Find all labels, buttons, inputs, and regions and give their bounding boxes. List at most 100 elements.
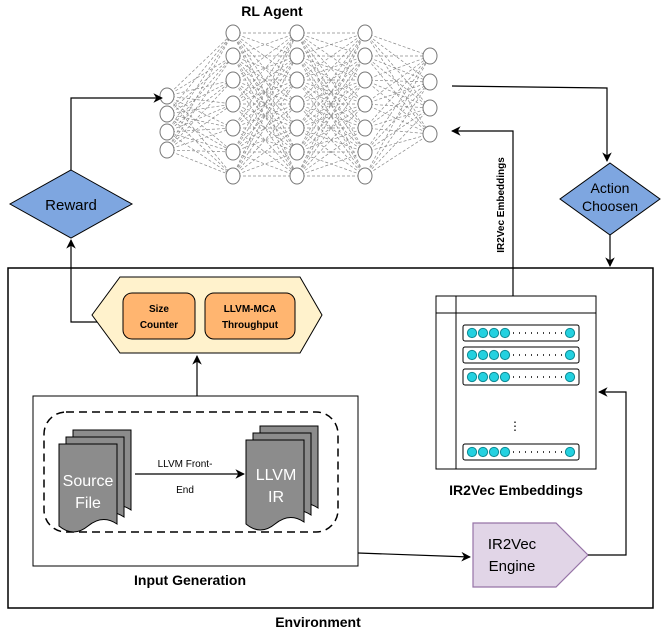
nn-edge <box>166 55 234 133</box>
reward-diamond <box>8 169 134 239</box>
nn-edge <box>296 103 366 177</box>
embedding-dot <box>564 371 576 383</box>
nn-edge <box>296 103 366 129</box>
nn-neuron <box>422 47 438 65</box>
input-to-engine-arrow <box>357 551 471 562</box>
nn-neuron <box>289 24 305 42</box>
embedding-dot <box>499 371 511 383</box>
ir2vec-engine <box>472 522 589 588</box>
nn-edge <box>166 103 234 151</box>
nn-edge <box>232 127 298 177</box>
reward-to-agent-arrow <box>70 93 163 170</box>
embedding-dot <box>564 327 576 339</box>
nn-edge <box>296 32 366 105</box>
nn-neuron <box>357 167 373 185</box>
llvm-mca-box <box>204 292 296 340</box>
nn-neuron <box>225 167 241 185</box>
nn-edge <box>166 55 234 151</box>
nn-edge <box>364 133 431 177</box>
reward-label: Reward <box>45 197 97 214</box>
nn-neuron <box>357 143 373 161</box>
nn-edge <box>296 79 366 153</box>
embeddings-vertical-ellipsis: ⋮ <box>509 419 521 433</box>
neural-network <box>159 24 438 185</box>
embeddings-to-agent-arrow <box>451 126 514 296</box>
embedding-dot <box>466 446 478 458</box>
nn-edge <box>166 113 234 129</box>
nn-edge <box>364 55 431 81</box>
nn-edge <box>296 32 366 177</box>
nn-edge <box>364 81 431 129</box>
engine-line2: Engine <box>489 558 536 575</box>
nn-neuron <box>225 24 241 42</box>
embedding-dot <box>477 349 489 361</box>
nn-edge <box>232 127 298 153</box>
nn-edge <box>166 149 234 153</box>
nn-edge <box>364 79 431 109</box>
nn-edge <box>296 55 366 81</box>
nn-edge <box>296 32 366 105</box>
nn-edge <box>166 32 234 115</box>
nn-neuron <box>357 119 373 137</box>
nn-edge <box>364 79 431 135</box>
nn-edge <box>232 55 298 129</box>
nn-neuron <box>422 99 438 117</box>
agent-to-action-arrow <box>451 85 612 162</box>
compilation-dashed-group <box>43 411 339 533</box>
nn-edge <box>296 55 366 129</box>
embeddings-edge-label: IR2Vec Embeddings <box>496 157 507 253</box>
nn-neuron <box>225 47 241 65</box>
nn-edge <box>166 127 234 133</box>
nn-edge <box>364 133 431 153</box>
nn-edge <box>364 107 431 177</box>
action-label-line1: Action <box>591 180 630 196</box>
source-file-line1: Source <box>63 473 114 490</box>
nn-neuron <box>357 71 373 89</box>
document-sheet <box>58 443 118 533</box>
engine-to-embeddings-arrow <box>588 387 627 556</box>
nn-edge <box>166 95 234 153</box>
nn-edge <box>364 81 431 177</box>
llvm-ir-line1: LLVM <box>256 467 297 484</box>
nn-edge <box>296 151 366 177</box>
nn-edge <box>296 79 366 105</box>
nn-edge <box>166 103 234 115</box>
nn-edge <box>232 32 298 129</box>
nn-neuron <box>422 125 438 143</box>
embedding-rows <box>462 324 580 461</box>
nn-neuron <box>225 119 241 137</box>
nn-edge <box>232 32 298 177</box>
nn-neuron <box>159 141 175 159</box>
nn-neuron <box>289 95 305 113</box>
llvm-mca-line1: LLVM-MCA <box>224 304 277 315</box>
environment-box <box>7 267 654 609</box>
nn-edge <box>296 32 366 177</box>
rl-agent-title: RL Agent <box>241 3 303 19</box>
nn-edge <box>232 151 298 177</box>
nn-neuron <box>289 71 305 89</box>
nn-edge <box>296 79 366 129</box>
nn-edge <box>232 32 298 57</box>
nn-edge <box>296 55 366 105</box>
llvm-ir-line2: IR <box>268 489 284 506</box>
nn-edge <box>166 79 234 115</box>
nn-edge <box>166 131 234 177</box>
nn-edge <box>296 32 366 153</box>
size-counter-line1: Size <box>149 304 169 315</box>
nn-edge <box>364 32 431 135</box>
input-generation-box <box>32 395 359 567</box>
metrics-to-reward-arrow <box>66 239 97 323</box>
nn-edge <box>364 55 431 105</box>
nn-edge <box>296 127 366 153</box>
nn-neuron <box>225 71 241 89</box>
frontend-label-line2: End <box>176 485 194 496</box>
nn-edge <box>166 149 234 177</box>
embedding-dot <box>564 446 576 458</box>
nn-edge <box>364 107 431 153</box>
nn-edge <box>166 103 234 133</box>
nn-edge <box>296 32 366 129</box>
nn-neuron <box>289 119 305 137</box>
nn-edge <box>296 32 366 153</box>
nn-neuron <box>357 47 373 65</box>
